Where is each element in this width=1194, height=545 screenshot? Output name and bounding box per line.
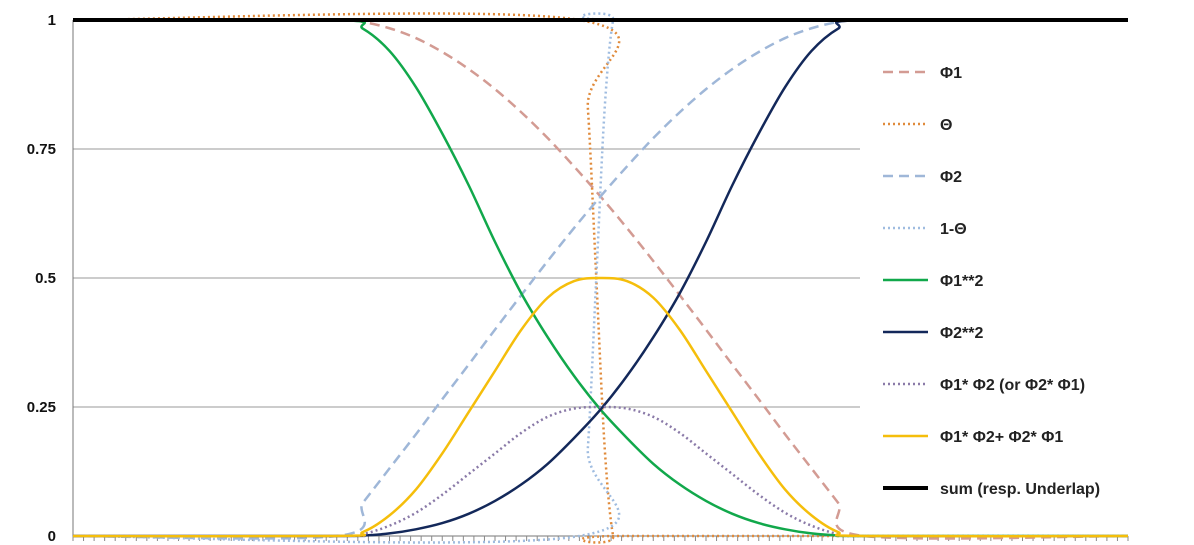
y-tick-label: 1 xyxy=(48,12,56,29)
legend-label-6: Φ1* Φ2 (or Φ2* Φ1) xyxy=(940,377,1085,394)
legend-label-8: sum (resp. Underlap) xyxy=(940,481,1100,498)
legend-label-4: Φ1**2 xyxy=(940,273,983,290)
legend-label-0: Φ1 xyxy=(940,65,962,82)
legend-label-1: Θ xyxy=(940,117,952,134)
series-line-5 xyxy=(72,18,1129,538)
series-line-6 xyxy=(72,405,1129,538)
legend-label-2: Φ2 xyxy=(940,169,962,186)
series-line-1 xyxy=(72,12,1128,544)
series-line-7 xyxy=(72,276,1129,538)
legend: Φ1Θ Φ2 1-Θ Φ1**2Φ2**2Φ1* Φ2 (or Φ2* Φ1) Φ1* … xyxy=(860,44,1182,518)
y-tick-label: 0 xyxy=(48,528,56,545)
y-tick-label: 0.25 xyxy=(27,399,56,416)
y-tick-label: 0.5 xyxy=(35,270,56,287)
legend-label-5: Φ2**2 xyxy=(940,325,983,342)
series-lines xyxy=(72,12,1129,544)
legend-label-3: 1-Θ xyxy=(940,221,967,238)
legend-label-7: Φ1* Φ2+ Φ2* Φ1 xyxy=(940,429,1063,446)
y-tick-label: 0.75 xyxy=(27,141,56,158)
